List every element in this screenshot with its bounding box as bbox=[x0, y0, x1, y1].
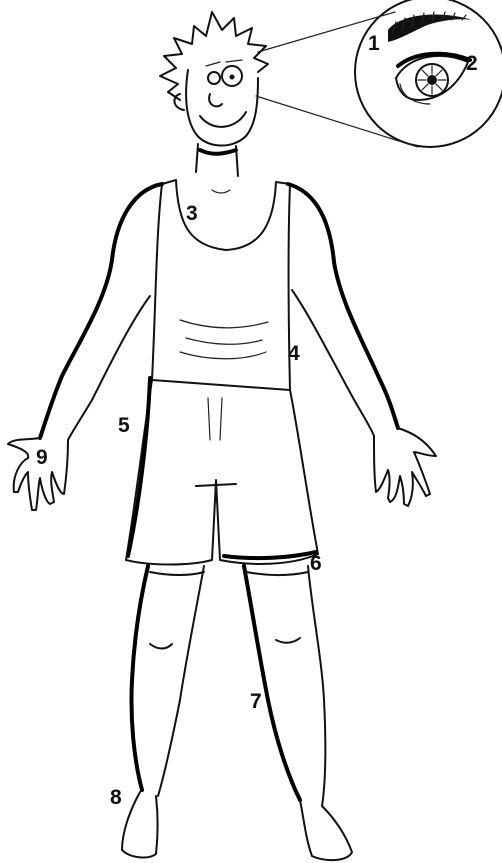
left-eyebrow bbox=[206, 62, 220, 66]
fly-line-1 bbox=[208, 398, 210, 440]
shirt-fold-1 bbox=[180, 320, 268, 328]
right-eyebrow bbox=[226, 60, 242, 62]
right-leg-outer bbox=[308, 566, 325, 806]
eyebrow bbox=[388, 15, 472, 42]
label-4: 4 bbox=[288, 342, 300, 365]
shirt-fold-2 bbox=[186, 338, 262, 344]
left-arm-inner bbox=[68, 296, 150, 440]
right-thigh-band bbox=[246, 572, 308, 575]
label-1: 1 bbox=[368, 32, 380, 55]
label-9: 9 bbox=[36, 446, 48, 469]
left-leg-outer bbox=[131, 566, 148, 790]
label-6: 6 bbox=[310, 552, 322, 575]
head bbox=[160, 12, 268, 146]
fly-line-2 bbox=[220, 398, 222, 440]
neck-shadow bbox=[200, 150, 236, 154]
shorts-right-hem bbox=[224, 552, 316, 558]
face-outline bbox=[186, 70, 258, 146]
label-8: 8 bbox=[110, 786, 122, 809]
right-arm-inner bbox=[292, 290, 374, 436]
inset-pointer-line-bottom bbox=[256, 96, 418, 147]
smile bbox=[200, 112, 246, 127]
left-leg-inner bbox=[158, 566, 204, 796]
right-leg-inner bbox=[244, 566, 300, 800]
left-arm bbox=[8, 184, 162, 510]
ear bbox=[174, 94, 184, 110]
torso bbox=[152, 144, 290, 390]
spiky-hair bbox=[160, 12, 268, 100]
left-arm-outer bbox=[40, 184, 162, 438]
crotch-seam bbox=[196, 484, 236, 486]
callout-labels: 1 2 3 4 5 6 7 8 9 bbox=[36, 32, 478, 809]
shorts bbox=[126, 378, 318, 565]
left-leg bbox=[122, 566, 204, 857]
right-foot bbox=[300, 800, 352, 860]
right-arm-outer bbox=[288, 184, 398, 428]
right-knee bbox=[276, 638, 300, 643]
right-leg bbox=[244, 566, 352, 860]
shirt-fold-3 bbox=[180, 352, 266, 359]
label-2: 2 bbox=[466, 52, 478, 75]
neck-left bbox=[196, 144, 198, 172]
pupil bbox=[427, 75, 437, 85]
label-3: 3 bbox=[186, 202, 198, 225]
left-thigh-band bbox=[150, 572, 204, 575]
left-knee bbox=[150, 644, 172, 649]
right-pupil bbox=[230, 75, 235, 80]
left-foot bbox=[122, 792, 158, 857]
right-hand bbox=[374, 428, 436, 506]
nose bbox=[209, 94, 222, 106]
label-7: 7 bbox=[250, 690, 262, 713]
label-5: 5 bbox=[118, 414, 130, 437]
right-arm bbox=[288, 184, 436, 506]
collarbone bbox=[212, 190, 230, 193]
left-eye bbox=[208, 72, 220, 84]
